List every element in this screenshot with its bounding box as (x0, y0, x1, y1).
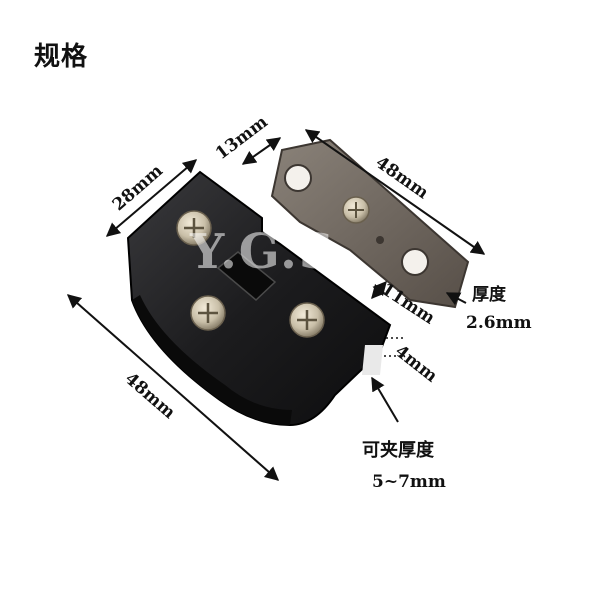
arrow-plate-length (304, 129, 486, 255)
body-screw-left (190, 295, 226, 331)
arrow-body-length (66, 294, 280, 481)
arrow-thickness (445, 292, 467, 306)
arrow-body-width (105, 159, 198, 237)
body-screw-right (289, 302, 325, 338)
arrow-offset (371, 280, 387, 300)
plate-hole-top (284, 164, 312, 192)
arrow-clamp (371, 376, 399, 423)
watermark: Y.G.S (190, 224, 336, 280)
label-clamp-value: 5~7mm (372, 472, 446, 492)
label-clamp-title: 可夹厚度 (362, 440, 434, 461)
label-thickness-title: 厚度 (472, 285, 506, 305)
arrow-plate-width (241, 137, 282, 165)
label-thickness-value: 2.6mm (466, 313, 532, 333)
plate-hole-bottom (401, 248, 429, 276)
page-title: 规格 (34, 42, 89, 72)
